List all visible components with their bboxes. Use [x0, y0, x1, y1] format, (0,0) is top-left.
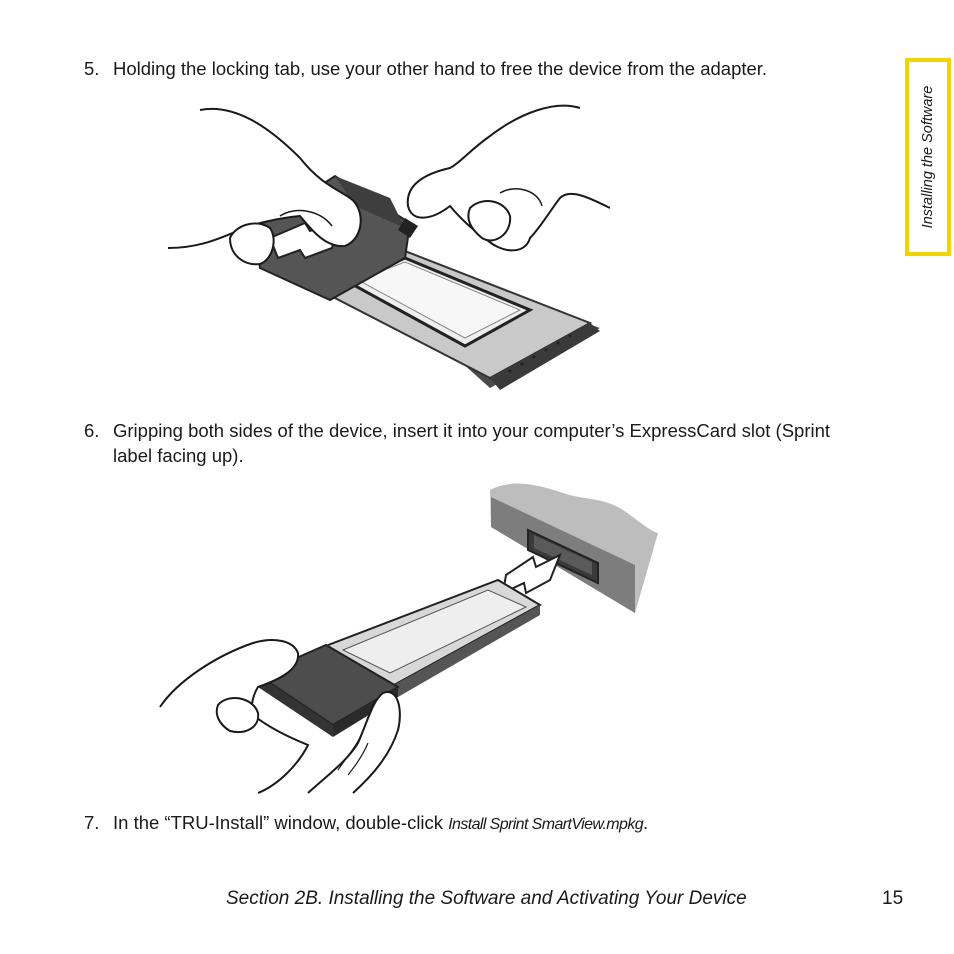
side-tab-label: Installing the Software [920, 85, 936, 229]
footer-section-title: Section 2B. Installing the Software and … [226, 888, 747, 909]
step-text: Gripping both sides of the device, inser… [113, 420, 831, 466]
step-text-end: . [643, 812, 649, 833]
section-side-tab: Installing the Software [905, 58, 951, 256]
step-7: 7. In the “TRU-Install” window, double-c… [84, 810, 864, 837]
step-number: 5. [84, 58, 100, 79]
filename: Install Sprint SmartView.mpkg [448, 816, 644, 833]
step-text: In the “TRU-Install” window, double-clic… [113, 812, 449, 833]
step-text: Holding the locking tab, use your other … [113, 58, 768, 79]
step-6: 6. Gripping both sides of the device, in… [84, 418, 864, 468]
step-5: 5. Holding the locking tab, use your oth… [84, 56, 864, 81]
remove-device-from-adapter-illustration [167, 104, 610, 390]
page-number: 15 [882, 888, 904, 909]
insert-expresscard-illustration [159, 483, 658, 794]
step-number: 7. [84, 812, 100, 833]
step-number: 6. [84, 420, 100, 441]
